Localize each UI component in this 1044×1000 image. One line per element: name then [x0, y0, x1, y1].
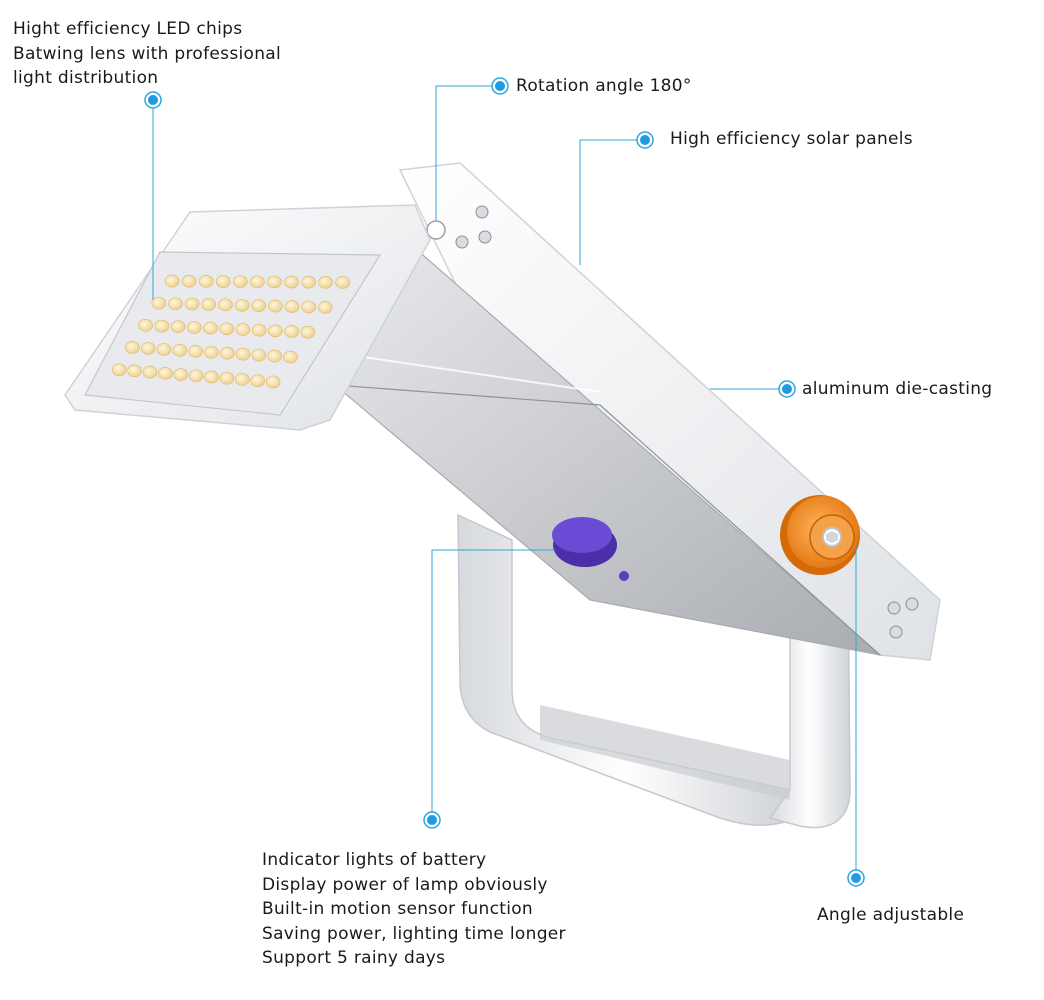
label-battery-line: Display power of lamp obviously	[262, 874, 548, 895]
led-chip	[250, 275, 265, 289]
led-chip	[138, 319, 153, 332]
led-chip	[188, 369, 204, 383]
led-chip	[156, 343, 172, 356]
led-chip	[268, 324, 283, 338]
led-chip	[219, 371, 235, 385]
led-chip	[219, 346, 235, 360]
led-chip	[181, 274, 197, 288]
angle-knob[interactable]	[780, 495, 860, 575]
label-angle: Angle adjustable	[817, 905, 965, 925]
led-chip	[151, 296, 167, 310]
led-chip	[268, 299, 283, 313]
led-chip	[251, 348, 267, 362]
led-chip	[235, 347, 251, 361]
led-chip	[283, 350, 298, 364]
callout-dot-icon	[636, 131, 654, 149]
led-chip	[318, 275, 333, 289]
led-head	[64, 204, 431, 431]
leader-battery	[431, 549, 555, 820]
callout-dot-icon	[423, 811, 441, 829]
led-chip	[235, 323, 251, 336]
led-chip	[219, 322, 235, 336]
led-chip	[204, 370, 219, 384]
leader-solar	[579, 139, 645, 265]
led-chip-grid	[111, 274, 350, 389]
label-solar: High efficiency solar panels	[670, 129, 913, 149]
led-chip	[172, 344, 188, 357]
callout-dots	[144, 77, 865, 887]
led-chip	[251, 323, 267, 337]
led-chip	[284, 325, 299, 338]
callout-dot-icon	[491, 77, 509, 95]
led-chip	[301, 300, 316, 314]
callout-dot-icon	[144, 91, 162, 109]
label-battery: Indicator lights of battery Display powe…	[262, 848, 566, 971]
led-chip	[168, 297, 183, 310]
led-chip	[158, 366, 173, 380]
led-chip	[164, 274, 180, 288]
callout-leaders	[152, 85, 857, 878]
led-chip	[234, 298, 250, 312]
led-chip	[300, 325, 316, 339]
led-chip	[284, 275, 299, 289]
led-chip	[198, 275, 214, 288]
led-chip	[215, 275, 231, 288]
led-chip	[284, 300, 300, 313]
led-chip	[317, 300, 333, 314]
led-chip	[125, 341, 140, 354]
label-led-line: Hight efficiency LED chips	[13, 19, 243, 39]
label-led: Hight efficiency LED chips Batwing lens …	[13, 17, 281, 91]
led-chip	[173, 368, 189, 381]
led-chip	[203, 321, 218, 335]
led-chip	[186, 321, 202, 334]
led-chip	[140, 342, 156, 355]
led-chip	[218, 298, 233, 312]
label-led-line: light distribution	[13, 68, 159, 88]
label-battery-line: Support 5 rainy days	[262, 948, 446, 968]
callout-dot-icon	[847, 869, 865, 887]
led-chip	[127, 364, 142, 378]
led-chip	[235, 373, 250, 386]
led-chip	[204, 345, 219, 359]
led-chip	[251, 299, 266, 312]
led-chip	[188, 344, 203, 358]
label-aluminum: aluminum die-casting	[802, 379, 993, 399]
led-chip	[265, 375, 281, 389]
led-chip	[250, 374, 266, 387]
led-chip	[267, 275, 282, 289]
callout-dot-icon	[778, 380, 796, 398]
label-battery-line: Saving power, lighting time longer	[262, 923, 566, 944]
label-battery-line: Built-in motion sensor function	[262, 899, 533, 919]
led-chip	[201, 298, 217, 311]
led-chip	[111, 363, 127, 376]
label-battery-line: Indicator lights of battery	[262, 850, 487, 870]
motion-sensor	[552, 517, 629, 581]
led-chip	[184, 297, 200, 311]
led-chip	[142, 365, 158, 379]
rotation-button	[426, 220, 446, 240]
led-chip	[170, 320, 186, 334]
label-led-line: Batwing lens with professional	[13, 43, 282, 64]
led-chip	[154, 319, 170, 333]
label-rotation: Rotation angle 180°	[516, 76, 692, 96]
leader-rotation	[435, 85, 500, 220]
led-chip	[232, 275, 248, 288]
led-chip	[335, 276, 350, 289]
led-chip	[301, 275, 316, 289]
led-chip	[267, 349, 282, 363]
